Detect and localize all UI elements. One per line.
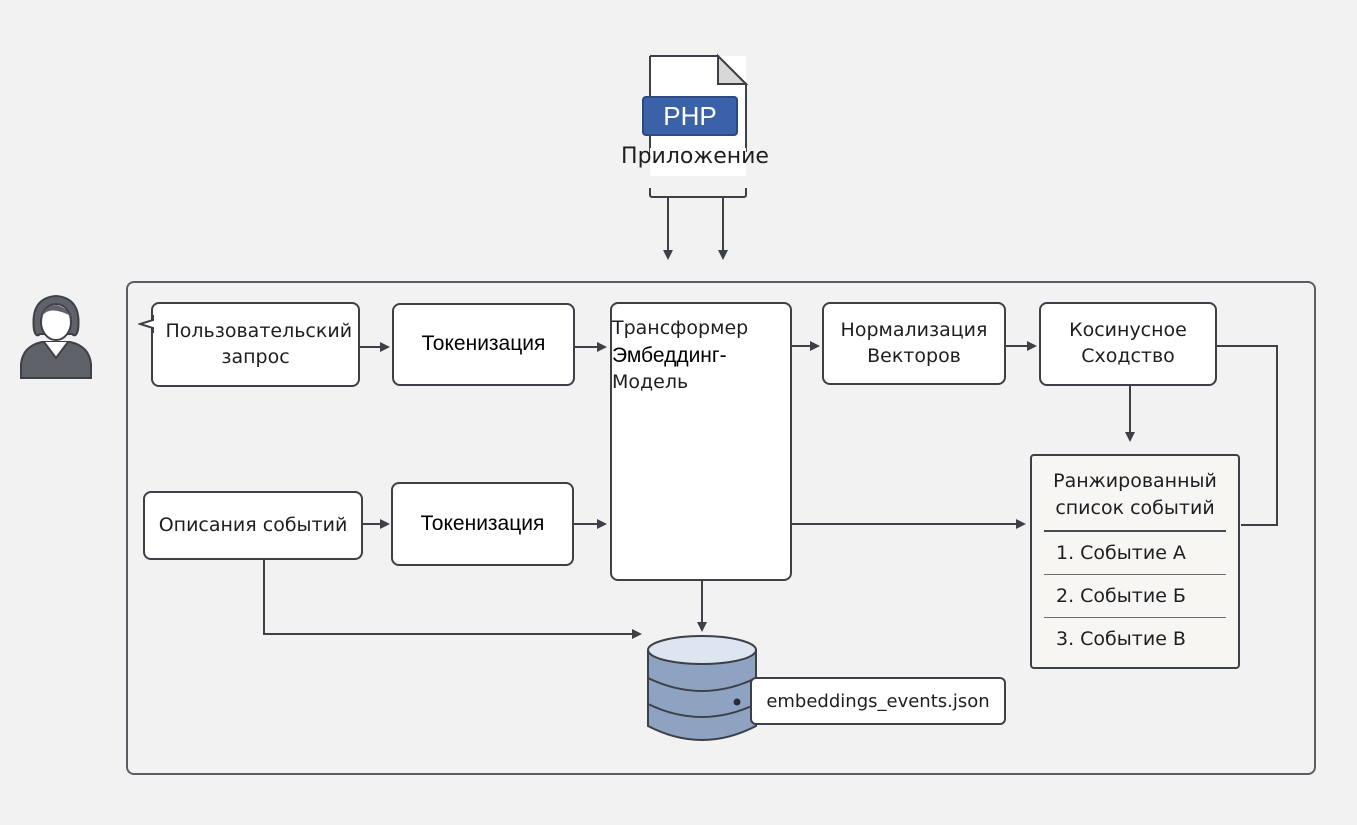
cosine-similarity-label: Косинусное Сходство	[1069, 319, 1187, 367]
transformer-line-2: Эмбеддинг-	[612, 343, 727, 367]
php-app: PHP Приложение	[620, 52, 780, 202]
divider	[1044, 530, 1226, 532]
transformer-model-box[interactable]: Трансформер Эмбеддинг- Модель	[610, 302, 792, 581]
cosine-similarity-box[interactable]: Косинусное Сходство	[1039, 302, 1217, 386]
divider	[1044, 617, 1226, 618]
database-icon	[647, 635, 757, 741]
line-cosine-to-ranked-loop	[1217, 345, 1278, 526]
embeddings-file-name: embeddings_events.json	[766, 690, 990, 712]
php-badge: PHP	[642, 96, 738, 136]
tokenize-query-box[interactable]: Токенизация	[392, 303, 575, 386]
normalization-label: Нормализация Векторов	[840, 318, 988, 367]
user-query-box[interactable]: Пользовательский запрос	[151, 302, 360, 387]
embeddings-file-label[interactable]: embeddings_events.json	[750, 677, 1006, 725]
ranked-item-3[interactable]: 3. Событие В	[1056, 628, 1186, 650]
app-label: Приложение	[621, 144, 769, 169]
ranked-events-list: Ранжированный список событий 1. Событие …	[1030, 454, 1240, 669]
user-icon[interactable]	[18, 294, 94, 380]
ranked-list-title: Ранжированный список событий	[1053, 470, 1217, 519]
divider	[1044, 574, 1226, 575]
tokenize-events-label: Токенизация	[420, 511, 545, 535]
arrow-events-to-db	[263, 560, 642, 639]
tokenize-events-box[interactable]: Токенизация	[391, 482, 574, 566]
transformer-line-3: Модель	[612, 370, 689, 393]
event-descriptions-box[interactable]: Описания событий	[143, 491, 363, 560]
transformer-line-1: Трансформер	[612, 317, 749, 339]
ranked-item-1[interactable]: 1. Событие А	[1056, 542, 1186, 564]
speech-tail	[138, 315, 154, 333]
ranked-item-2[interactable]: 2. Событие Б	[1056, 585, 1186, 607]
normalization-box[interactable]: Нормализация Векторов	[822, 302, 1006, 385]
user-query-label: Пользовательский запрос	[165, 319, 353, 368]
event-descriptions-label: Описания событий	[158, 513, 348, 536]
tokenize-query-label: Токенизация	[421, 332, 546, 356]
